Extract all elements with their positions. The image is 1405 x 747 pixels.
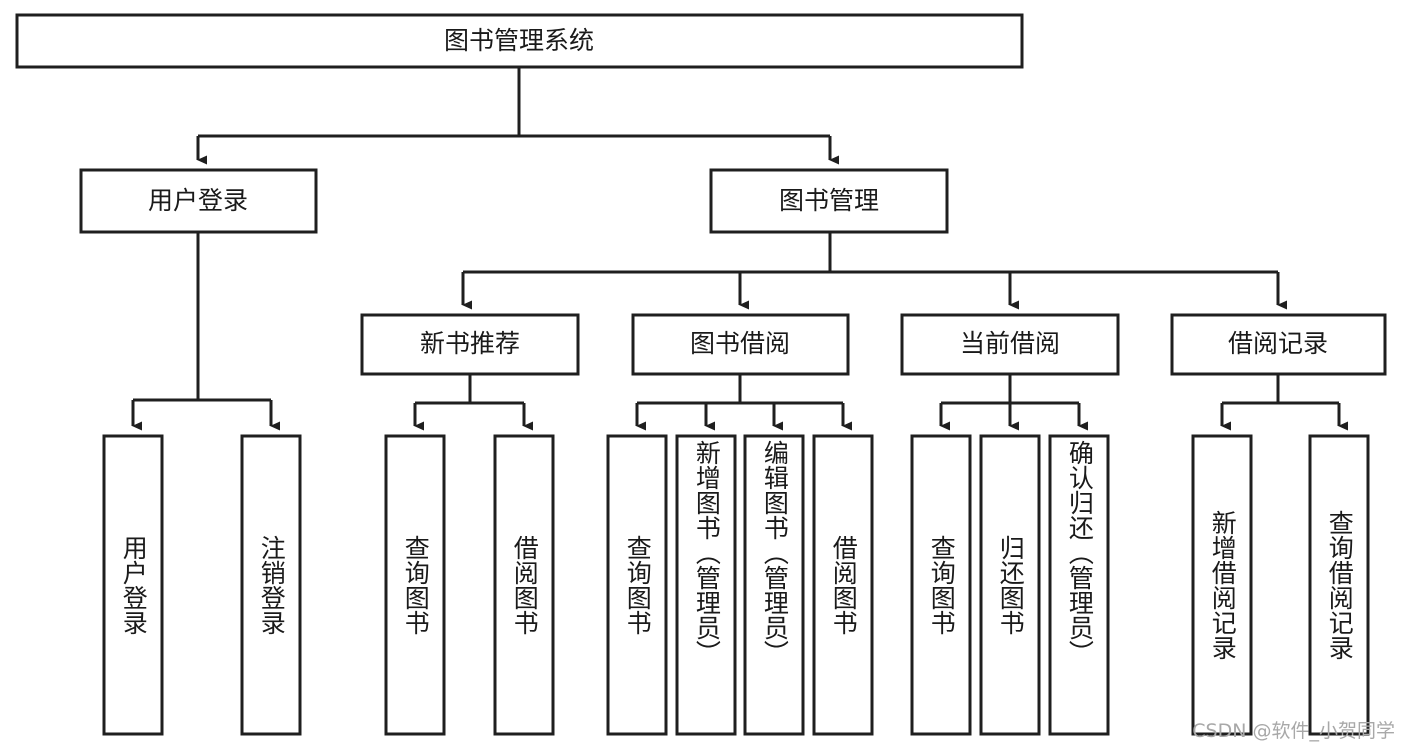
leaf-user-login-1-label-wrap: 用户登录 — [104, 436, 162, 734]
node-book-management-box — [709, 168, 949, 234]
node-new-book-recommend-box — [360, 313, 580, 376]
leaf-borrow-record-2[interactable] — [1308, 434, 1370, 736]
leaf-book-borrow-3-label: 编辑图书（管理员） — [760, 440, 790, 665]
leaf-current-borrow-3-label: 确认归还（管理员） — [1065, 440, 1095, 665]
leaf-user-login-2-label: 注销登录 — [257, 535, 287, 635]
leaf-book-borrow-4-label-wrap: 借阅图书 — [814, 436, 872, 734]
node-user-login-box — [79, 168, 318, 234]
leaf-new-book-2-label: 借阅图书 — [510, 535, 540, 635]
leaf-current-borrow-2-label-wrap: 归还图书 — [981, 436, 1039, 734]
node-new-book-recommend[interactable]: 新书推荐 — [360, 313, 580, 376]
node-borrow-record[interactable]: 借阅记录 — [1170, 313, 1387, 376]
node-book-management[interactable]: 图书管理 — [709, 168, 949, 234]
node-book-borrow-box — [631, 313, 850, 376]
leaf-book-borrow-1-label-wrap: 查询图书 — [608, 436, 666, 734]
leaf-book-borrow-4-box — [812, 434, 874, 736]
leaf-current-borrow-2-label: 归还图书 — [996, 535, 1026, 635]
leaf-current-borrow-3-box — [1048, 434, 1110, 736]
leaf-current-borrow-1-box — [910, 434, 972, 736]
leaf-book-borrow-3[interactable] — [743, 434, 805, 736]
leaf-user-login-1-box — [102, 434, 164, 736]
leaf-borrow-record-2-box — [1308, 434, 1370, 736]
leaf-user-login-1[interactable] — [102, 434, 164, 736]
leaf-user-login-2-label-wrap: 注销登录 — [242, 436, 300, 734]
node-book-management-label: 图书管理 — [779, 186, 879, 215]
leaf-book-borrow-2-box — [675, 434, 737, 736]
leaf-book-borrow-4[interactable] — [812, 434, 874, 736]
leaf-user-login-2-box — [240, 434, 302, 736]
node-borrow-record-label: 借阅记录 — [1228, 329, 1328, 358]
leaf-book-borrow-3-label-wrap: 编辑图书（管理员） — [745, 440, 803, 734]
leaf-borrow-record-1[interactable] — [1191, 434, 1253, 736]
leaf-new-book-1-label: 查询图书 — [401, 535, 431, 635]
leaf-user-login-1-label: 用户登录 — [119, 535, 149, 635]
leaf-new-book-1-label-wrap: 查询图书 — [386, 436, 444, 734]
leaf-new-book-2[interactable] — [493, 434, 555, 736]
leaf-new-book-1-box — [384, 434, 446, 736]
leaf-book-borrow-4-label: 借阅图书 — [829, 535, 859, 635]
node-borrow-record-box — [1170, 313, 1387, 376]
leaf-borrow-record-1-box — [1191, 434, 1253, 736]
node-book-borrow-label: 图书借阅 — [690, 329, 790, 358]
leaf-book-borrow-1[interactable] — [606, 434, 668, 736]
csdn-watermark: CSDN @软件_小贺同学 — [1192, 720, 1395, 742]
leaf-new-book-2-label-wrap: 借阅图书 — [495, 436, 553, 734]
leaf-current-borrow-2[interactable] — [979, 434, 1041, 736]
node-current-borrow-label: 当前借阅 — [960, 329, 1060, 358]
leaf-new-book-1[interactable] — [384, 434, 446, 736]
node-root-system[interactable]: 图书管理系统 — [15, 13, 1024, 69]
node-user-login[interactable]: 用户登录 — [79, 168, 318, 234]
leaf-current-borrow-2-box — [979, 434, 1041, 736]
leaf-current-borrow-1-label: 查询图书 — [927, 535, 957, 635]
leaf-book-borrow-2-label-wrap: 新增图书（管理员） — [677, 440, 735, 734]
node-root-box — [15, 13, 1024, 69]
leaf-book-borrow-1-box — [606, 434, 668, 736]
leaf-borrow-record-2-label-wrap: 查询借阅记录 — [1310, 436, 1368, 734]
leaf-borrow-record-1-label-wrap: 新增借阅记录 — [1193, 436, 1251, 734]
node-new-book-recommend-label: 新书推荐 — [420, 329, 520, 358]
leaf-book-borrow-1-label: 查询图书 — [623, 535, 653, 635]
leaf-current-borrow-3[interactable] — [1048, 434, 1110, 736]
leaf-current-borrow-1[interactable] — [910, 434, 972, 736]
leaf-user-login-2[interactable] — [240, 434, 302, 736]
node-current-borrow[interactable]: 当前借阅 — [900, 313, 1120, 376]
leaf-new-book-2-box — [493, 434, 555, 736]
node-user-login-label: 用户登录 — [148, 186, 248, 215]
leaf-book-borrow-2[interactable] — [675, 434, 737, 736]
leaf-current-borrow-3-label-wrap: 确认归还（管理员） — [1050, 440, 1108, 734]
node-book-borrow[interactable]: 图书借阅 — [631, 313, 850, 376]
node-root-label: 图书管理系统 — [444, 26, 594, 55]
leaf-book-borrow-3-box — [743, 434, 805, 736]
leaf-borrow-record-2-label: 查询借阅记录 — [1325, 510, 1355, 660]
leaf-borrow-record-1-label: 新增借阅记录 — [1208, 510, 1238, 660]
edge-group — [131, 67, 1348, 431]
leaf-current-borrow-1-label-wrap: 查询图书 — [912, 436, 970, 734]
node-current-borrow-box — [900, 313, 1120, 376]
leaf-book-borrow-2-label: 新增图书（管理员） — [692, 440, 722, 665]
